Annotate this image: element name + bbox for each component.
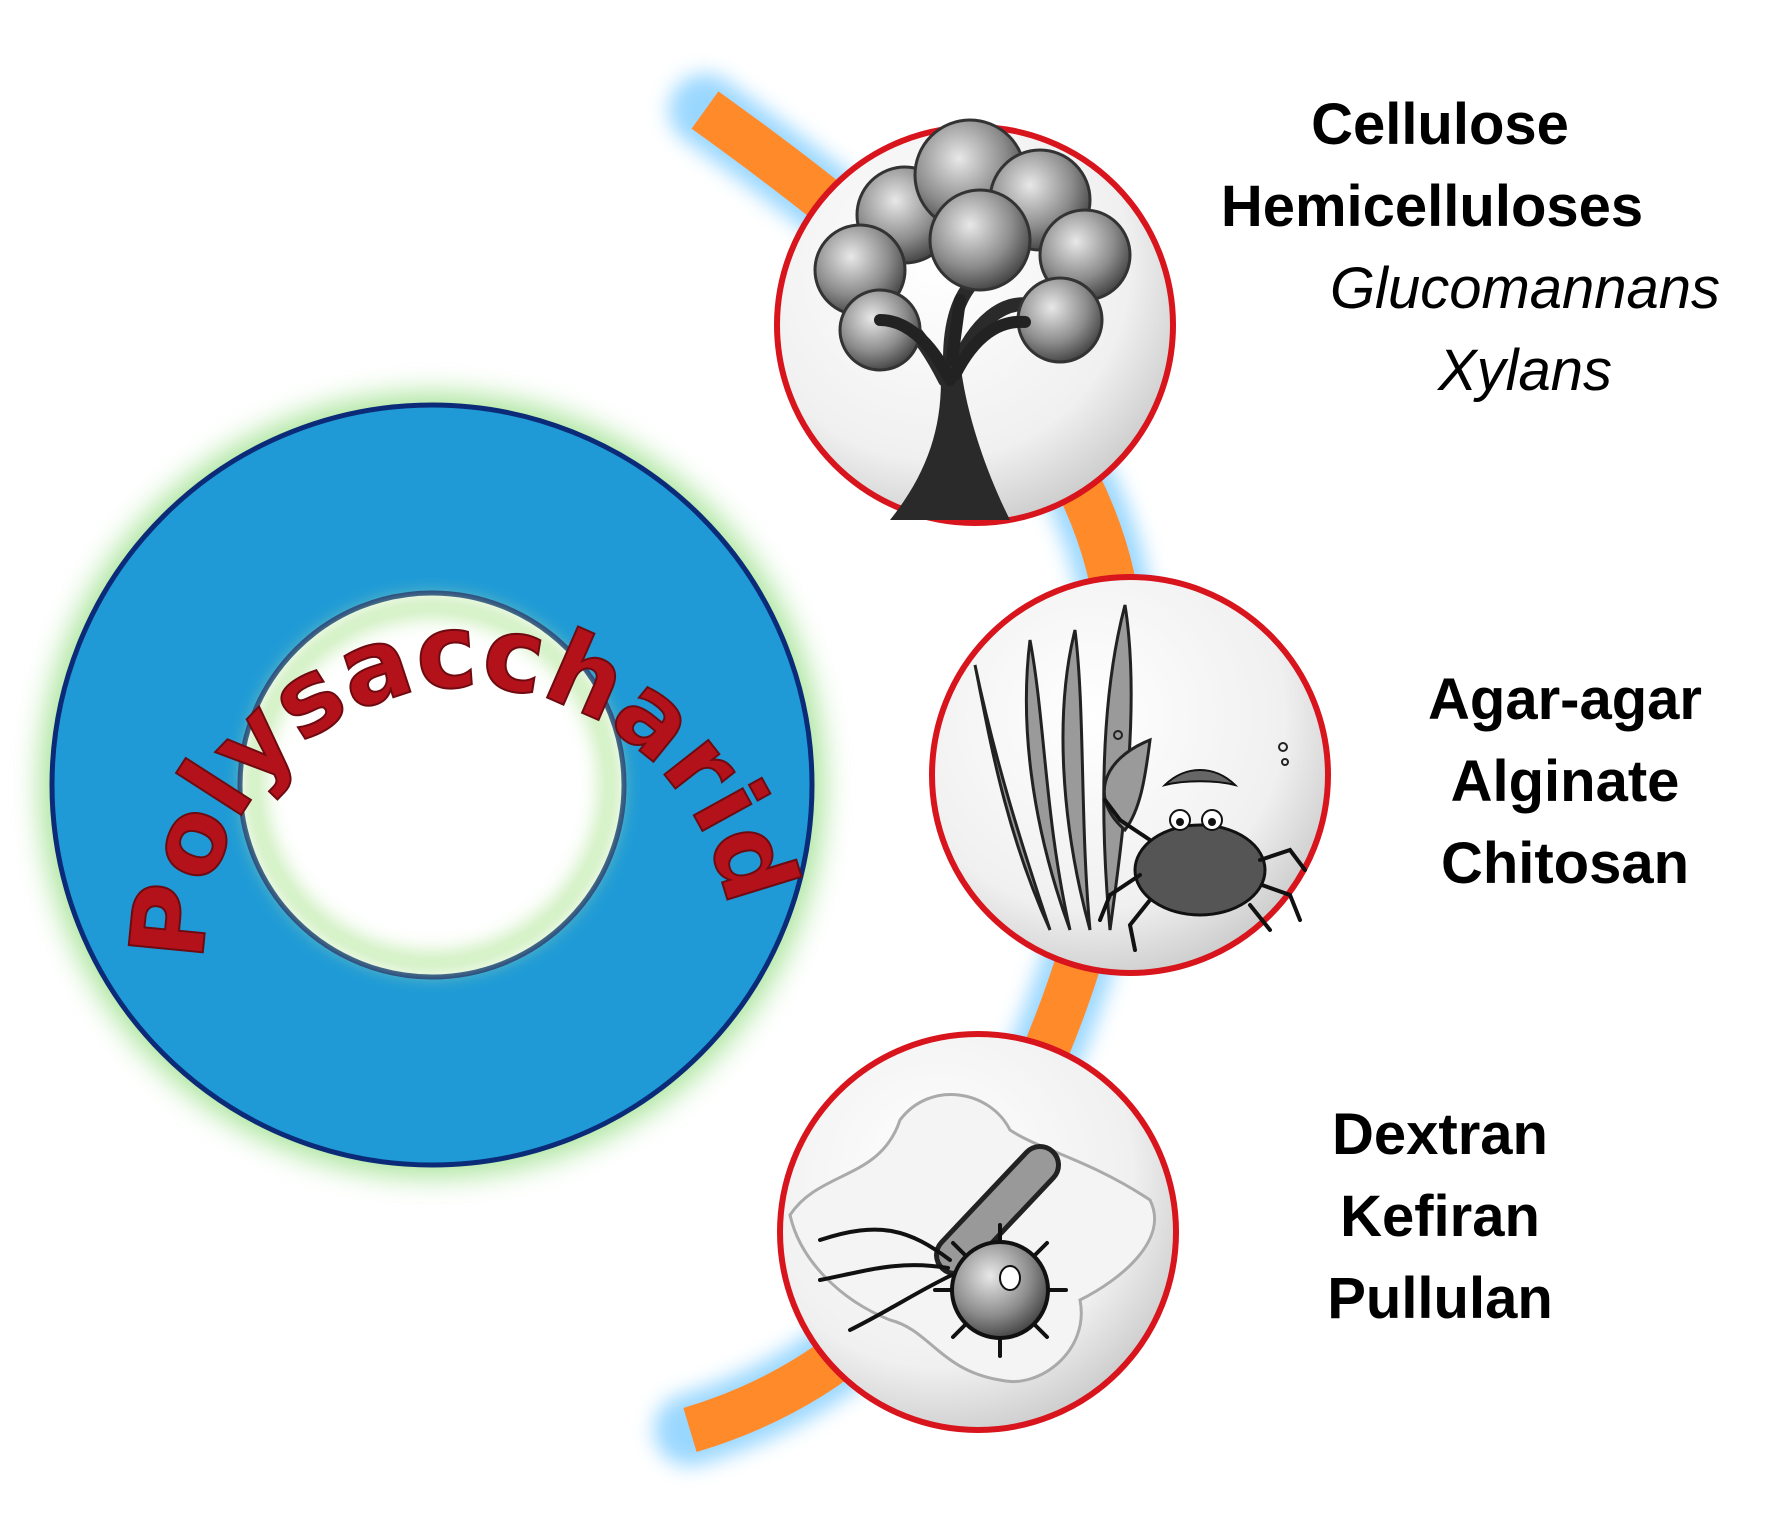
label-chitosan: Chitosan [1440, 831, 1690, 896]
microbes-icon [788, 1093, 1157, 1383]
label-hemicelluloses: Hemicelluloses [1220, 174, 1644, 239]
label-pullulan: Pullulan [1327, 1266, 1553, 1331]
tree-icon [813, 118, 1132, 520]
marine-source-circle [929, 574, 1331, 976]
seaweed-crab-icon [973, 604, 1307, 952]
label-agar-agar: Agar-agar [1428, 667, 1702, 732]
marine-labels: Agar-agar Alginate Chitosan [1400, 655, 1730, 909]
label-cellulose: Cellulose [1311, 92, 1569, 157]
plant-source-circle [774, 118, 1176, 526]
polysaccharides-ring: Polysaccharides [0, 0, 824, 1177]
label-alginate: Alginate [1450, 749, 1680, 814]
microbial-labels: Dextran Kefiran Pullulan [1290, 1090, 1590, 1344]
label-dextran: Dextran [1332, 1102, 1548, 1167]
label-glucomannans: Glucomannans [1329, 256, 1721, 321]
microbial-source-circle [777, 1031, 1179, 1433]
label-kefiran: Kefiran [1340, 1184, 1540, 1249]
plant-labels: Cellulose Hemicelluloses Glucomannans Xy… [1221, 80, 1720, 416]
crab-body [1133, 823, 1267, 917]
label-xylans: Xylans [1437, 338, 1613, 403]
